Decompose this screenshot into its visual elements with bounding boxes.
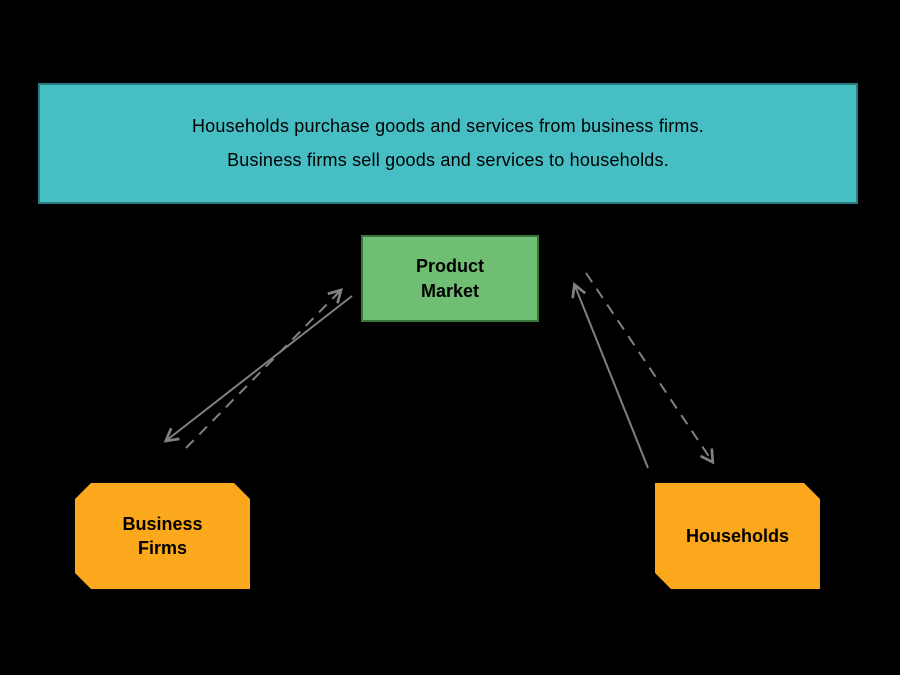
households-label: Households <box>685 525 789 546</box>
description-banner: Households purchase goods and services f… <box>38 83 858 204</box>
banner-line-1: Households purchase goods and services f… <box>191 116 705 136</box>
households-node: Households <box>655 483 820 589</box>
business-firms-label-line-2: Firms <box>137 538 188 558</box>
arrow-product-market-to-households <box>585 272 715 465</box>
arrow-households-to-product-market <box>571 282 649 469</box>
product-market-label-line-1: Product <box>415 256 484 277</box>
arrow-product-market-to-business-firms <box>163 295 353 443</box>
arrow-business-firms-to-product-market <box>185 287 343 449</box>
product-market-label-line-2: Market <box>420 280 480 301</box>
banner-line-2: Business firms sell goods and services t… <box>227 150 669 170</box>
product-market-node: Product Market <box>361 235 539 322</box>
business-firms-node: Business Firms <box>75 483 250 589</box>
business-firms-label-line-1: Business <box>122 513 203 534</box>
